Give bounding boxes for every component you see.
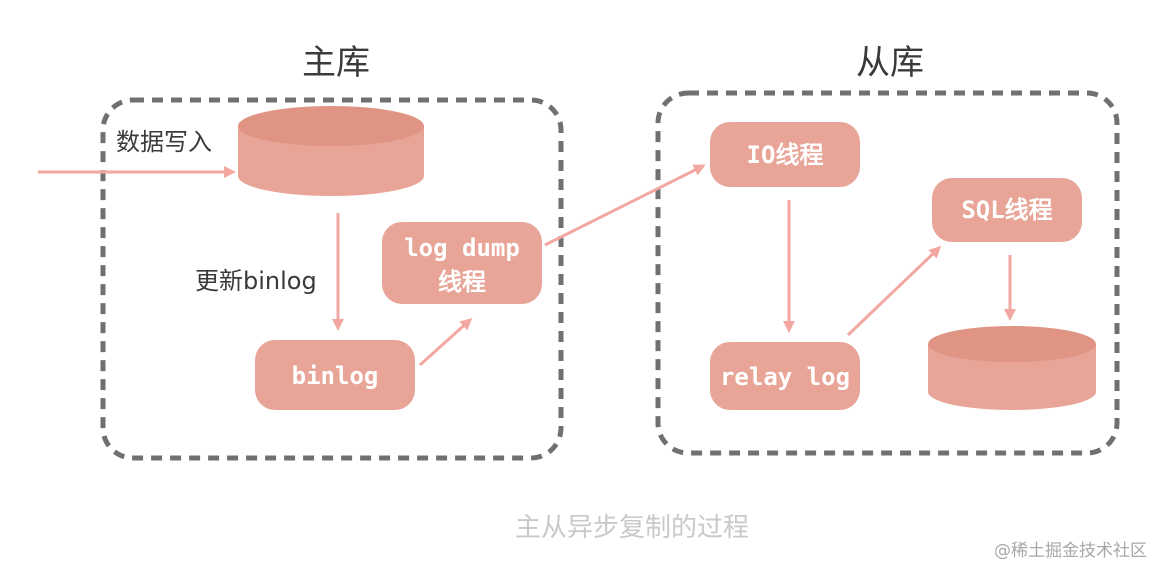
relay-log-label: relay log — [720, 363, 850, 391]
binlog-to-dump-arrow — [418, 317, 473, 367]
master-region-title: 主库 — [302, 43, 370, 83]
diagram-caption: 主从异步复制的过程 — [515, 513, 749, 543]
binlog-node-label: binlog — [292, 362, 379, 390]
watermark: @稀土掘金技术社区 — [994, 541, 1147, 561]
dump-to-io-arrow — [544, 164, 706, 247]
slave-region-title: 从库 — [856, 43, 924, 83]
log-dump-thread-node — [382, 222, 542, 304]
slave-region-box — [655, 90, 1120, 456]
slave-database-cylinder — [928, 326, 1096, 410]
log-dump-thread-label-line1: log dump — [404, 234, 520, 262]
relay-log-node — [710, 342, 860, 410]
sql-thread-label: SQL线程 — [961, 196, 1052, 224]
relay-to-sql-arrow — [846, 245, 942, 337]
io-thread-label: IO线程 — [747, 141, 824, 169]
sql-thread-node — [932, 178, 1082, 242]
master-region-box — [100, 97, 564, 461]
log-dump-thread-label-line2: 线程 — [438, 268, 486, 296]
binlog-node — [255, 340, 415, 410]
data-write-label: 数据写入 — [116, 128, 212, 156]
master-database-cylinder — [238, 106, 424, 196]
io-thread-node — [710, 122, 860, 187]
update-binlog-label: 更新binlog — [195, 267, 317, 295]
